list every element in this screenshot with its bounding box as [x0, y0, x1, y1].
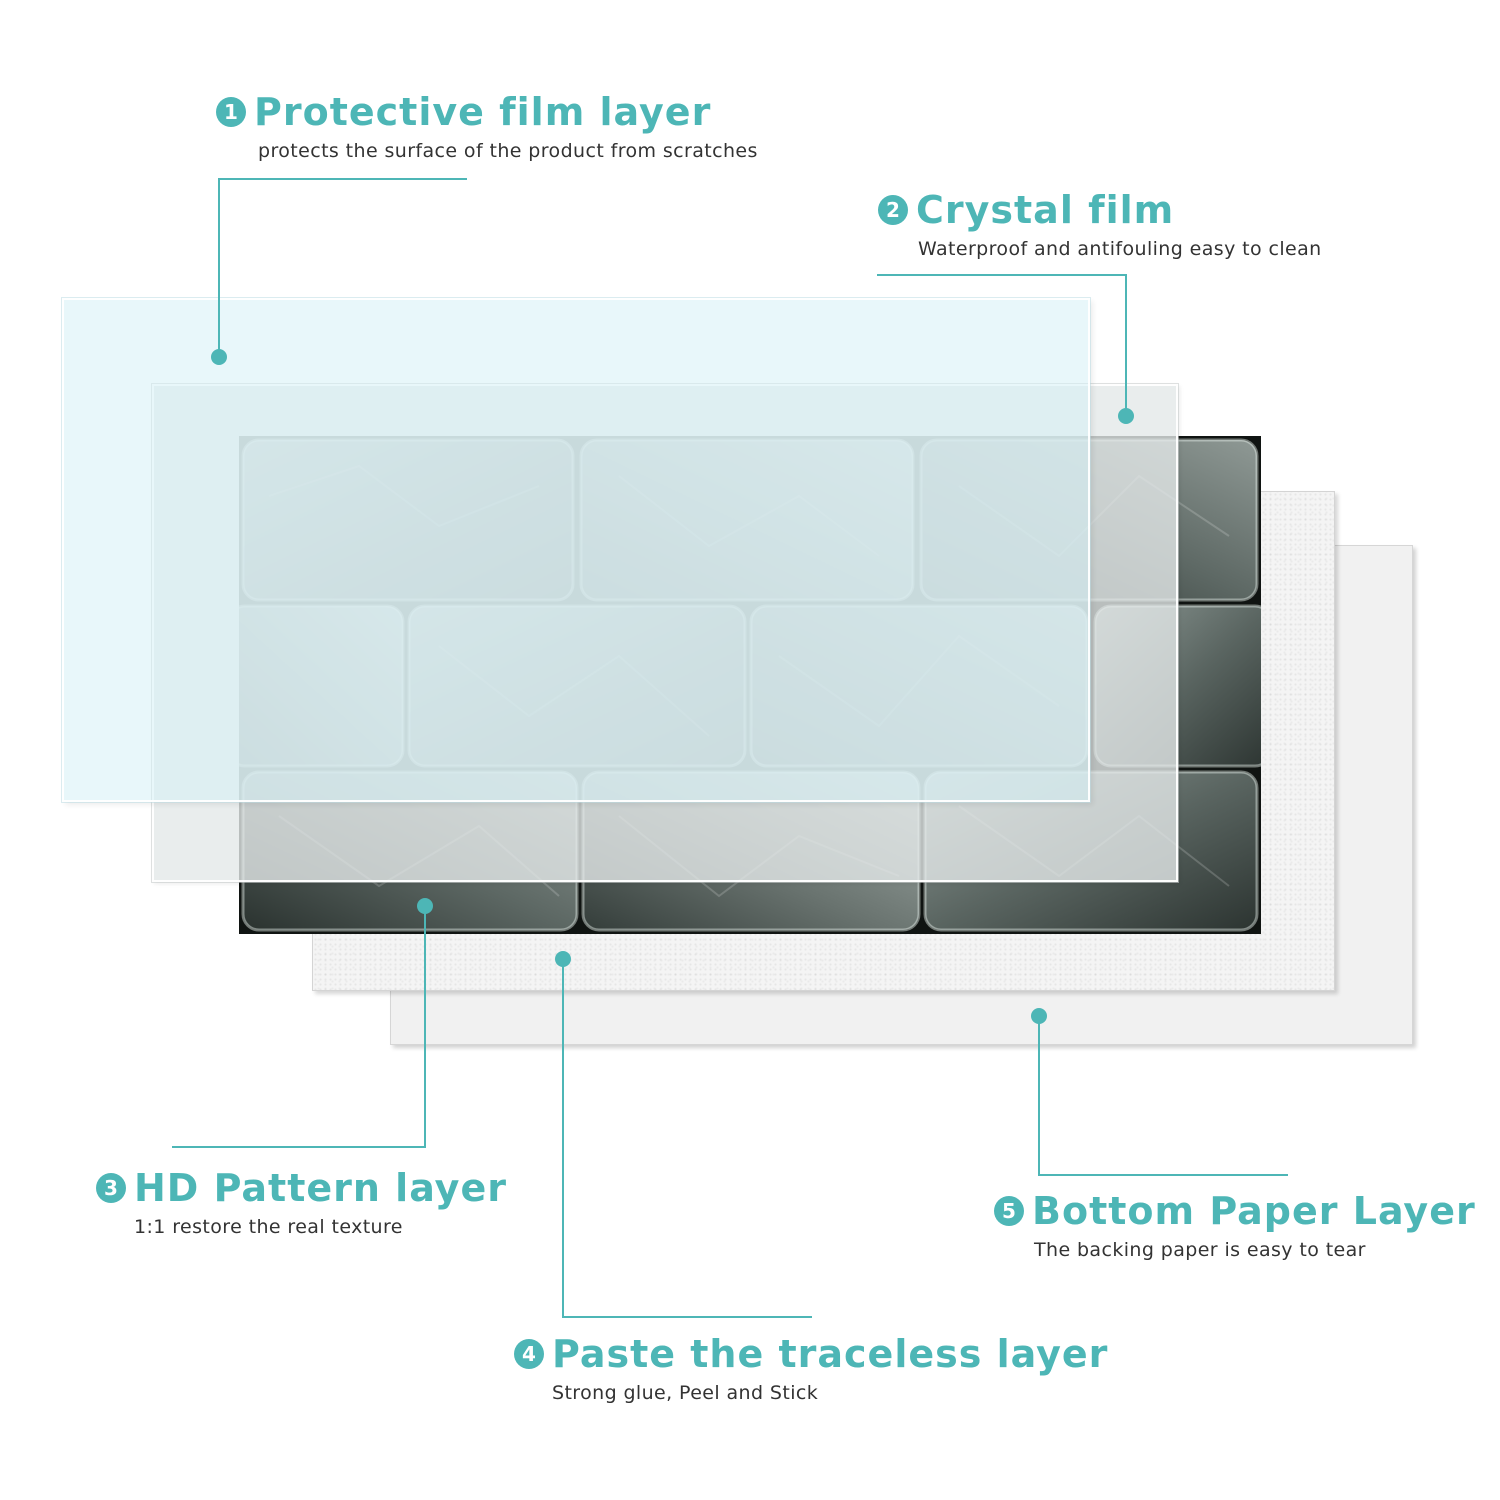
leader-line-3-horizontal: [172, 1146, 426, 1148]
leader-line-4-vertical: [562, 959, 564, 1317]
layer-description: 1:1 restore the real texture: [134, 1216, 403, 1238]
step-number-badge: 1: [216, 97, 246, 127]
leader-line-5-horizontal: [1038, 1174, 1288, 1176]
layer-description: Strong glue, Peel and Stick: [552, 1382, 819, 1404]
label-bottom-paper: 5 Bottom Paper Layer The backing paper i…: [994, 1189, 1476, 1263]
layer-description: The backing paper is easy to tear: [1034, 1239, 1366, 1261]
leader-line-1-vertical: [218, 178, 220, 358]
leader-dot-2: [1118, 408, 1134, 424]
leader-line-3-vertical: [424, 906, 426, 1148]
step-number-badge: 3: [96, 1173, 126, 1203]
step-number-badge: 5: [994, 1196, 1024, 1226]
leader-line-2-vertical: [1125, 274, 1127, 416]
layer-title: Paste the traceless layer: [552, 1332, 1109, 1376]
label-hd-pattern: 3 HD Pattern layer 1:1 restore the real …: [96, 1166, 507, 1240]
leader-line-5-vertical: [1038, 1016, 1040, 1176]
label-crystal-film: 2 Crystal film Waterproof and antifoulin…: [878, 188, 1322, 262]
label-protective-film: 1 Protective film layer protects the sur…: [216, 90, 758, 164]
leader-line-1-horizontal: [218, 178, 467, 180]
leader-dot-1: [211, 349, 227, 365]
protective-film-sheet: [62, 298, 1090, 802]
layer-description: Waterproof and antifouling easy to clean: [918, 238, 1322, 260]
leader-line-4-horizontal: [562, 1316, 812, 1318]
leader-line-2-horizontal: [877, 274, 1127, 276]
step-number-badge: 4: [514, 1339, 544, 1369]
layer-title: Crystal film: [916, 188, 1175, 232]
layer-description: protects the surface of the product from…: [258, 140, 758, 162]
layer-title: HD Pattern layer: [134, 1166, 507, 1210]
layer-title: Protective film layer: [254, 90, 712, 134]
label-paste-traceless: 4 Paste the traceless layer Strong glue,…: [514, 1332, 1108, 1406]
step-number-badge: 2: [878, 195, 908, 225]
layer-title: Bottom Paper Layer: [1032, 1189, 1476, 1233]
